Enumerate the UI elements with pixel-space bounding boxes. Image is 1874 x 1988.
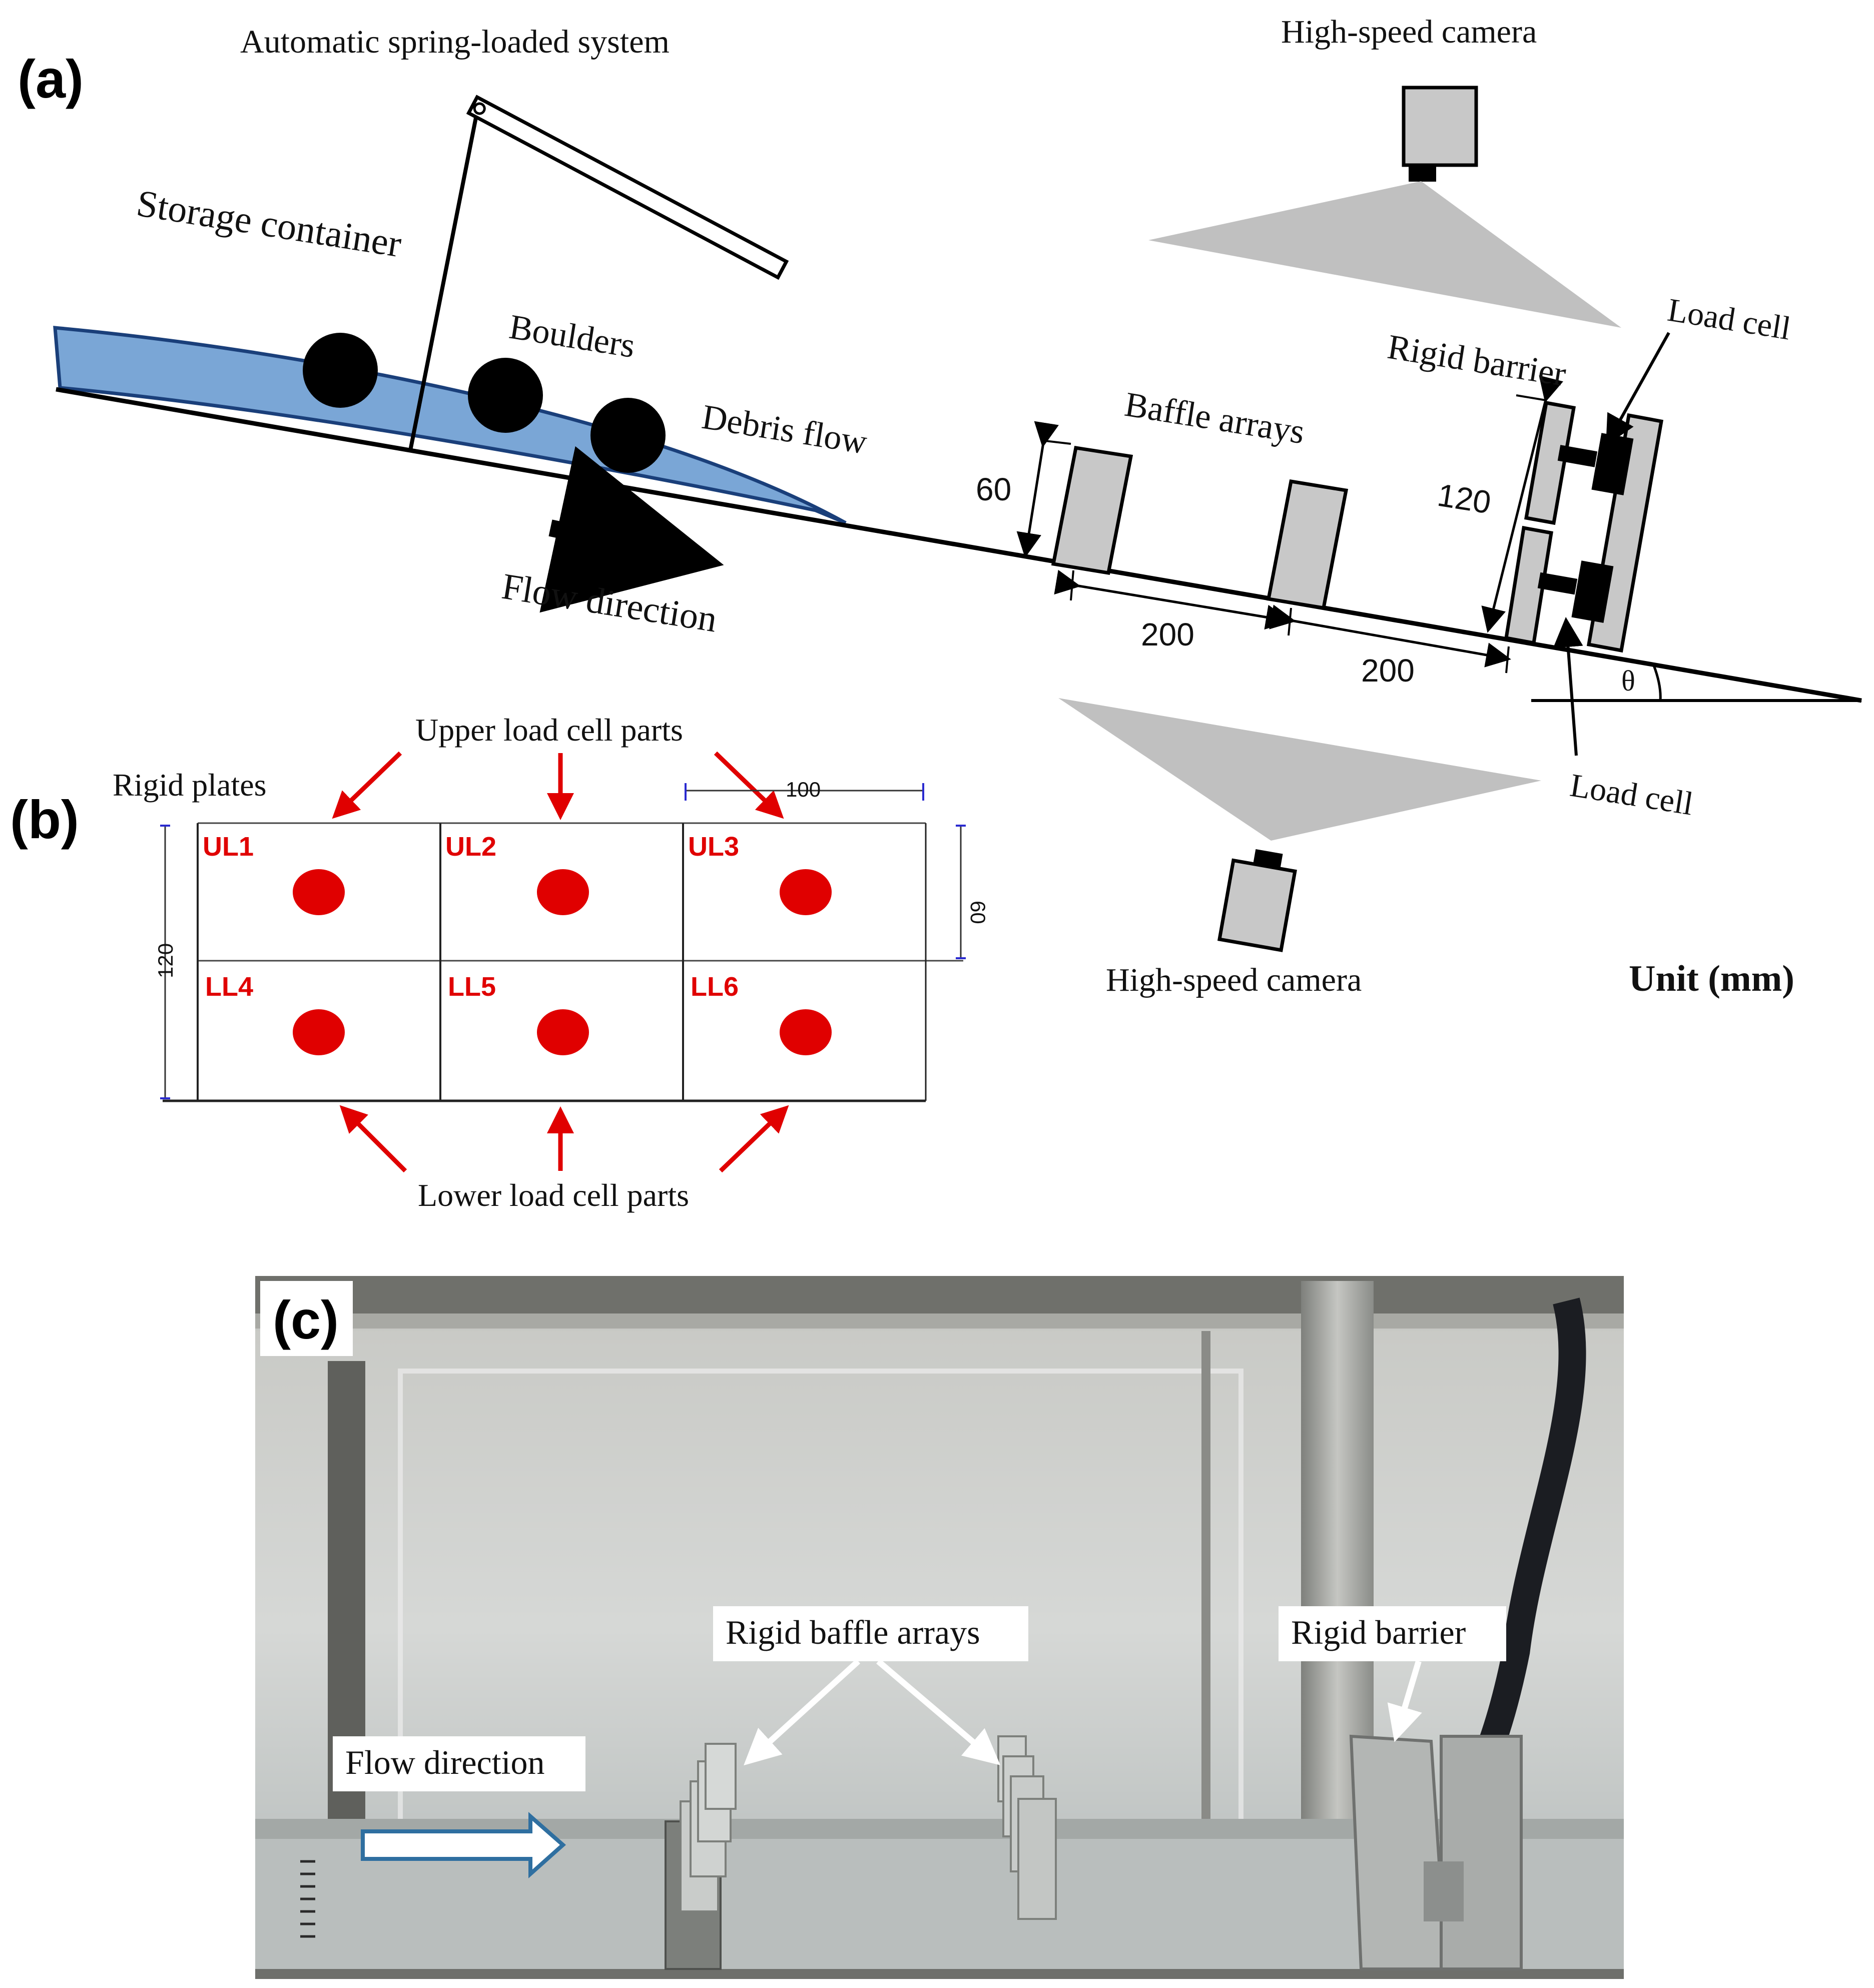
baffle-1 [1051, 446, 1133, 575]
dim-120-label: 120 [1435, 477, 1494, 521]
photo-baffle-label: Rigid baffle arrays [726, 1613, 980, 1651]
load-cell-marker [537, 869, 589, 915]
flow-direction-label: Flow direction [499, 566, 720, 640]
photo-baffles-right [997, 1735, 1057, 1920]
lower-parts-label: Lower load cell parts [418, 1177, 689, 1213]
panel-c-photo: (c) Rigid baffle arrays Rigid barrier Fl… [255, 1276, 1624, 1979]
bottom-camera-label: High-speed camera [1106, 962, 1362, 998]
flow-direction-arrow [539, 446, 724, 613]
load-cell-marker [293, 1009, 345, 1055]
cell-label-ul1: UL1 [203, 832, 254, 862]
boulders-label: Boulders [506, 308, 638, 366]
panel-c-tag-box [260, 1281, 353, 1356]
load-cell-marker [293, 869, 345, 915]
dim-120-line [1481, 375, 1563, 633]
panel-c-tag: (c) [273, 1289, 339, 1350]
flume-bed [56, 387, 1862, 703]
load-cell-marker [780, 1009, 832, 1055]
flume-base [255, 1969, 1624, 1979]
load-cell-bottom-pointer [1553, 617, 1583, 756]
dim-60-line [1016, 421, 1059, 558]
dim-tick [1516, 394, 1547, 401]
bottom-camera-icon [1217, 849, 1297, 952]
top-camera-icon [1402, 86, 1478, 167]
dim-60-tick [1040, 439, 1071, 445]
top-beam-edge [255, 1313, 1624, 1329]
panel-b: (b) Rigid plates Upper load cell parts L… [10, 712, 990, 1213]
photo-flow-label: Flow direction [345, 1743, 545, 1781]
panel-b-tag: (b) [10, 789, 79, 850]
rigid-barrier-label: Rigid barrier [1385, 328, 1568, 394]
photo-flow-arrow [361, 1812, 566, 1878]
dim-100-label: 100 [786, 778, 821, 801]
dim-200-line-b [1269, 604, 1511, 668]
load-cell-marker [780, 869, 832, 915]
boulder [303, 333, 378, 408]
panel-a: (a) θ Automatic spring-loaded system Sto… [18, 14, 1862, 999]
rigid-plates-label: Rigid plates [113, 767, 267, 803]
panel-a-tag: (a) [18, 49, 84, 109]
top-camera-label: High-speed camera [1281, 14, 1537, 50]
photo-barrier-label: Rigid barrier [1291, 1613, 1466, 1651]
upper-arrow-left [332, 751, 402, 819]
load-cell-marker [537, 1009, 589, 1055]
photo-rigid-barrier [1349, 1734, 1523, 1970]
lower-arrow-right [719, 1105, 789, 1173]
load-cell-top-label: Load cell [1665, 292, 1793, 347]
load-cell-top-pointer [1606, 332, 1670, 446]
unit-label: Unit (mm) [1629, 958, 1794, 999]
top-beam [255, 1276, 1624, 1316]
spring-arm [466, 95, 789, 280]
load-cell-lower [1537, 560, 1614, 623]
upper-parts-label: Upper load cell parts [415, 712, 683, 748]
plates-grid [163, 822, 963, 1102]
cell-label-ul3: UL3 [688, 832, 739, 862]
dim-200-label-a: 200 [1141, 616, 1194, 652]
baffle-arrays-label: Baffle arrays [1122, 385, 1307, 452]
storage-container-label: Storage container [134, 182, 404, 265]
left-column [328, 1361, 365, 1876]
gate-post [408, 107, 480, 451]
angle-arc [1652, 665, 1662, 701]
dim-200-label-b: 200 [1361, 652, 1415, 689]
upper-arrow-right [714, 751, 784, 819]
baffle-pointer-left [744, 1659, 861, 1766]
theta-symbol: θ [1621, 665, 1635, 697]
dim-tick [1288, 607, 1292, 636]
ruler-ticks [300, 1860, 315, 1938]
photo-baffles-left [665, 1743, 737, 1970]
dim-120-label-b: 120 [154, 943, 177, 978]
spring-system-label: Automatic spring-loaded system [240, 24, 670, 60]
boulder [590, 398, 666, 473]
lower-arrow-left [339, 1105, 407, 1173]
cell-label-ll4: LL4 [205, 972, 253, 1002]
bottom-camera-field [1058, 698, 1541, 841]
top-camera-lens [1409, 164, 1436, 182]
barrier-label-box [1279, 1606, 1506, 1661]
dim-200-line-a [1054, 569, 1291, 630]
dim-60-label-b: 60 [966, 901, 990, 924]
load-cell-upper [1557, 433, 1634, 495]
baffle-pointer-right [876, 1659, 1001, 1765]
cell-label-ll6: LL6 [691, 972, 739, 1002]
flow-label-box [333, 1736, 585, 1791]
load-cell-bottom-label: Load cell [1568, 767, 1696, 823]
dim-tick [1505, 646, 1510, 674]
dim-60-label: 60 [976, 471, 1011, 507]
dim-tick [1070, 570, 1074, 601]
cell-label-ul2: UL2 [445, 832, 496, 862]
cell-label-ll5: LL5 [448, 972, 496, 1002]
barrier-pointer [1387, 1660, 1422, 1742]
top-camera-field [1148, 181, 1621, 328]
baffle-label-box [713, 1606, 1028, 1661]
baffle-2 [1266, 479, 1349, 610]
boulder [468, 358, 543, 433]
debris-flow-label: Debris flow [699, 398, 870, 462]
